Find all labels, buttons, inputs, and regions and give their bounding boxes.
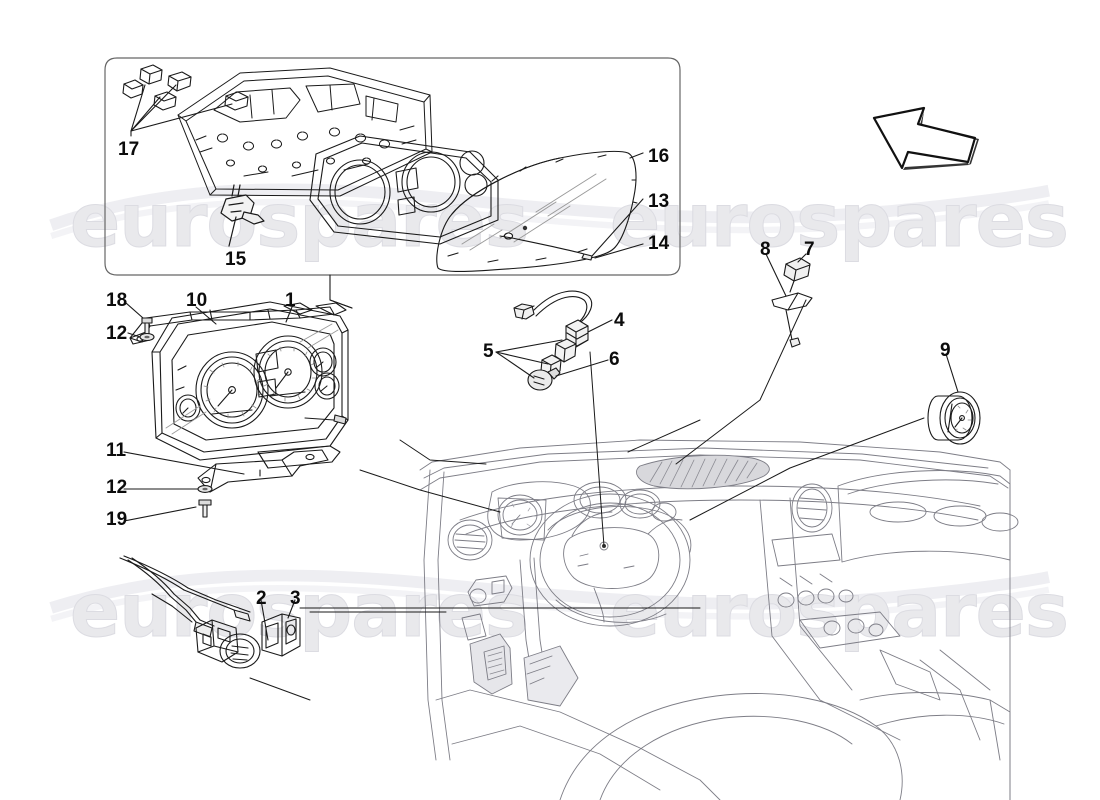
leader-12-upper [127, 332, 141, 338]
part-9-auxiliary-gauge [927, 353, 981, 445]
leader-11 [123, 451, 245, 475]
leader-3 [287, 599, 296, 619]
part-12-washer-upper [139, 332, 155, 342]
callout-1: 1 [285, 290, 296, 311]
callout-12-lower: 12 [106, 477, 128, 498]
callout-2: 2 [256, 588, 267, 609]
detail-callout-box-outline [104, 57, 681, 276]
leader-10 [195, 306, 217, 325]
leader-7 [797, 253, 807, 263]
part-12-washer-lower [197, 485, 213, 493]
callout-3: 3 [290, 588, 301, 609]
callout-14: 14 [648, 233, 670, 254]
part-16-lens [436, 150, 644, 273]
part-7-8-switch-wiring [765, 253, 813, 348]
callout-4: 4 [614, 310, 625, 331]
leader-5b [495, 351, 549, 365]
leader-9 [945, 353, 959, 393]
callout-6: 6 [609, 349, 620, 370]
callout-9: 9 [940, 340, 951, 361]
part-2-3-lighter-switch [119, 555, 301, 669]
part-17-bulb-holders [122, 64, 249, 137]
dashboard-interior-illustration [419, 439, 1019, 800]
direction-arrow [872, 106, 977, 170]
callout-16: 16 [648, 146, 670, 167]
leader-8 [765, 253, 787, 297]
leader-2 [260, 599, 269, 641]
callout-18: 18 [106, 290, 128, 311]
part-15-connector [220, 184, 265, 247]
part-19-screw [198, 499, 212, 518]
callout-19: 19 [106, 509, 128, 530]
callout-15: 15 [225, 249, 247, 270]
callout-17: 17 [118, 139, 140, 160]
assembly-leader-lines [249, 299, 925, 701]
part-cluster-housing-detail [309, 135, 499, 245]
callout-7: 7 [804, 239, 815, 260]
callout-13: 13 [648, 191, 670, 212]
part-4-5-6-lamps [495, 290, 613, 391]
leader-5c [495, 351, 535, 379]
leader-6 [555, 359, 609, 377]
callout-8: 8 [760, 239, 771, 260]
callout-12-upper: 12 [106, 323, 128, 344]
leader-5a [495, 339, 563, 353]
direction-arrow-shadow [903, 111, 979, 170]
leader-1 [285, 306, 293, 323]
part-cluster-backplate [177, 67, 433, 197]
callout-5: 5 [483, 341, 494, 362]
callout-10: 10 [186, 290, 208, 311]
leader-4 [587, 319, 613, 333]
part-18-screw [141, 317, 153, 336]
leader-19 [123, 506, 197, 522]
part-right-screw [304, 414, 347, 425]
leader-18 [125, 302, 144, 319]
callout-11: 11 [106, 440, 127, 461]
part-1-instrument-cluster [151, 301, 349, 461]
part-13-14-clips [499, 198, 644, 261]
part-10-upper-bracket [129, 302, 347, 345]
